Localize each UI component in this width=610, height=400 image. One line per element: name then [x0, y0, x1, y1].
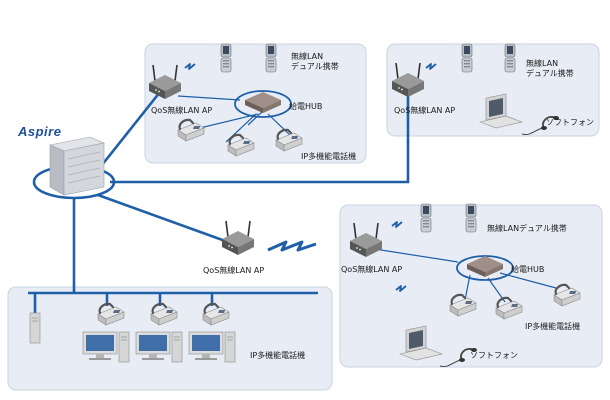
- network-lines: [28, 91, 410, 313]
- ip-phone-label: IP多機能電話機: [301, 151, 356, 161]
- mobile-phone-icon: [461, 43, 473, 73]
- mobile-phone-icon: [504, 43, 516, 73]
- qos-ap-label: QoS無線LAN AP: [394, 105, 455, 115]
- pc-tower-icon: [171, 331, 183, 363]
- aspire-server: [48, 136, 106, 196]
- brand-logo: Aspire: [17, 124, 61, 139]
- hub-ellipse-top: [234, 90, 292, 118]
- qos-ap-middle-icon: [221, 220, 255, 256]
- mobile-phone-icon: [265, 43, 277, 73]
- wlan-dual-label-line2: デュアル携帯: [291, 61, 339, 71]
- wlan-dual-label: 無線LANデュアル携帯: [487, 223, 567, 233]
- poe-hub-label: 給電HUB: [511, 264, 544, 274]
- mobile-phone-icon: [420, 203, 432, 233]
- softphone-label: ソフトフォン: [546, 118, 594, 127]
- zone-office-top-right: [386, 43, 600, 137]
- poe-hub-label: 給電HUB: [289, 101, 322, 111]
- wlan-dual-label-line1: 無線LAN: [526, 58, 558, 68]
- qos-ap-label: QoS無線LAN AP: [151, 105, 212, 115]
- mobile-phone-icon: [220, 43, 232, 73]
- qos-ap-label: QoS無線LAN AP: [203, 265, 264, 275]
- pc-tower-icon: [224, 331, 236, 363]
- ip-phone-label: IP多機能電話機: [250, 350, 305, 360]
- qos-ap-label: QoS無線LAN AP: [341, 264, 402, 274]
- ip-phone-label: IP多機能電話機: [525, 321, 580, 331]
- wlan-dual-label-line1: 無線LAN: [291, 51, 323, 61]
- server-tower-icon: [29, 312, 41, 344]
- mobile-phone-icon: [465, 203, 477, 233]
- wireless-link-icon: [267, 240, 317, 252]
- wlan-dual-label-line2: デュアル携帯: [526, 68, 574, 78]
- softphone-label: ソフトフォン: [470, 351, 518, 360]
- pc-tower-icon: [118, 331, 130, 363]
